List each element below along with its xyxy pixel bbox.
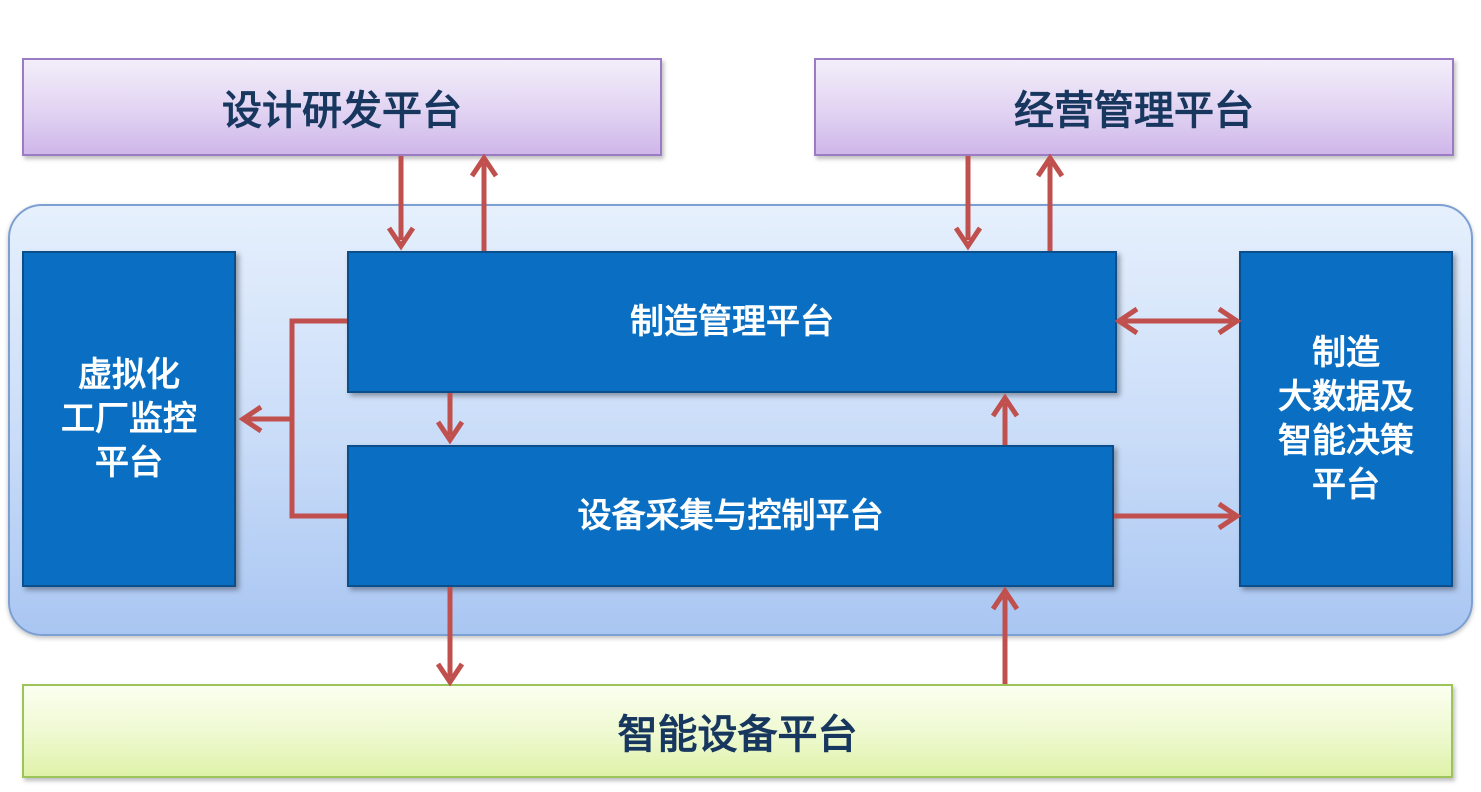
- business-management-platform-box[interactable]: 经营管理平台: [814, 58, 1454, 156]
- big-data-decision-platform-label: 制造 大数据及 智能决策 平台: [1278, 332, 1414, 506]
- smart-device-platform-box[interactable]: 智能设备平台: [22, 684, 1453, 778]
- arrow-manufacturing-to-design-head: [469, 153, 499, 178]
- equipment-collection-control-platform-box[interactable]: 设备采集与控制平台: [347, 445, 1114, 587]
- arrow-equipment-to-devices-head: [435, 662, 465, 687]
- big-data-decision-platform-box[interactable]: 制造 大数据及 智能决策 平台: [1239, 251, 1453, 587]
- business-management-platform-label: 经营管理平台: [1014, 88, 1254, 134]
- design-rd-platform-box[interactable]: 设计研发平台: [22, 58, 662, 156]
- virtual-factory-monitoring-platform-box[interactable]: 虚拟化 工厂监控 平台: [22, 251, 236, 587]
- smart-device-platform-label: 智能设备平台: [617, 712, 858, 758]
- virtual-factory-monitoring-platform-label: 虚拟化 工厂监控 平台: [61, 354, 197, 484]
- arrow-manufacturing-to-business-head: [1035, 153, 1065, 178]
- equipment-collection-control-platform-label: 设备采集与控制平台: [577, 495, 884, 536]
- design-rd-platform-label: 设计研发平台: [222, 88, 462, 134]
- manufacturing-management-platform-box[interactable]: 制造管理平台: [347, 251, 1117, 393]
- manufacturing-management-platform-label: 制造管理平台: [630, 301, 834, 342]
